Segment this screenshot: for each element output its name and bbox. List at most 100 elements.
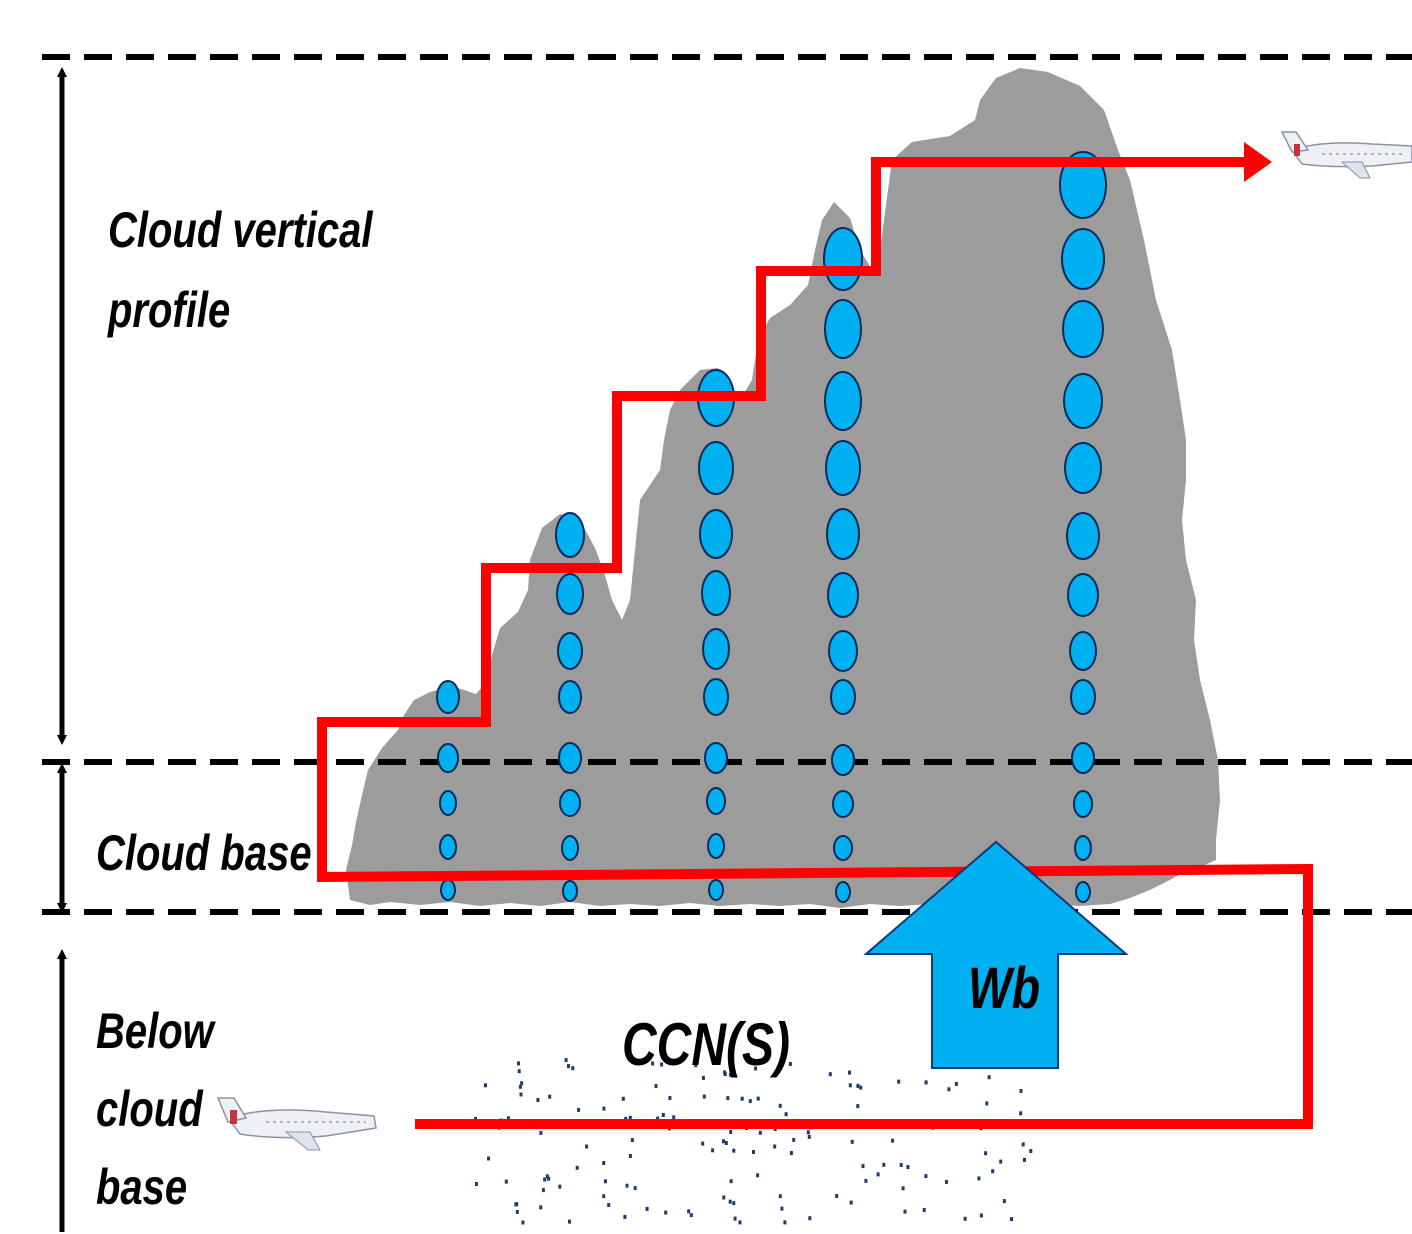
aerosol-particle [756,1096,760,1101]
cloud-droplet [436,680,460,714]
aerosol-particle [520,1081,524,1086]
aerosol-particles [474,1058,1033,1225]
aerosol-particle [903,1209,907,1214]
aerosol-particle [754,1066,758,1071]
aerosol-particle [656,1116,660,1121]
aerosol-particle [711,1148,715,1153]
aerosol-particle [979,1213,983,1218]
aerosol-particle [514,1202,518,1207]
aerosol-particle [984,1151,988,1156]
cloud-droplet [1061,228,1105,290]
aerosol-particle [564,1058,568,1063]
aerosol-particle [575,1165,579,1170]
aerosol-particle [651,1061,655,1066]
cloud-droplet [824,371,862,431]
aerosol-particle [701,1075,705,1080]
cloud-droplet [1067,573,1099,617]
aerosol-particle [945,1179,948,1184]
cloud-droplet [1074,835,1092,861]
aerosol-particle [625,1183,629,1188]
aerosol-particle [924,1174,928,1179]
cloud-droplet [1066,512,1100,560]
cloud-droplet [562,880,578,902]
aerosol-particle [859,1085,863,1090]
aerosol-particle [543,1177,547,1182]
aerosol-particle [545,1174,549,1179]
cloud-droplet [437,743,459,773]
aircraft-icon [1280,131,1412,179]
aerosol-particle [783,1220,787,1225]
aerosol-particle [756,1173,760,1178]
aerosol-particle [732,1201,736,1206]
cloud-droplet [833,835,853,861]
aerosol-particle [623,1214,627,1219]
aerosol-particle [567,1064,570,1069]
aerosol-particle [694,1063,698,1068]
aerosol-particle [947,1087,951,1092]
aerosol-particle [724,1141,728,1145]
aerosol-particle [778,1103,782,1108]
aerosol-particle [689,1213,693,1218]
cloud-droplet [555,512,585,558]
cloud-droplet [561,835,579,861]
aerosol-particle [645,1206,649,1211]
cloud-droplet [831,744,855,776]
aerosol-particle [738,1220,742,1225]
aerosol-particle [571,1066,575,1071]
aerosol-particle [660,1062,664,1067]
aerosol-particle [585,1144,589,1149]
cloud-droplet [1062,300,1104,358]
cloud-droplet [559,789,581,817]
aerosol-particle [740,1096,744,1101]
aerosol-particle [758,1130,762,1135]
aerosol-particle [702,1094,706,1099]
aerosol-particle [668,1096,672,1100]
aerosol-particle [624,1116,628,1121]
aerosol-particle [577,1107,581,1112]
aerosol-particle [780,1206,784,1211]
cloud-droplet [440,879,456,901]
aerosol-particle [568,1219,571,1224]
cloud-droplet [1075,881,1091,903]
aerosol-particle [484,1083,487,1088]
aerosol-particle [729,1072,732,1077]
cloud-droplet [706,787,726,815]
aerosol-particle [687,1209,691,1214]
cloud-droplet [1063,373,1103,429]
aerosol-particle [722,1195,726,1200]
aerosol-particle [828,1072,832,1077]
aerosol-particle [728,1199,732,1204]
cloud-droplet [704,742,728,774]
aerosol-particle [1002,1199,1006,1204]
aerosol-particle [848,1070,851,1075]
cloud-droplet [1071,742,1095,774]
aerosol-particle [487,1156,490,1161]
cloud-droplet [556,573,584,615]
aerosol-particle [517,1069,521,1074]
aerosol-particle [954,1081,958,1086]
cloud-droplet [439,790,457,816]
aerosol-particle [897,1079,901,1084]
cloud-droplet [828,630,858,672]
aerosol-particle [621,1096,625,1101]
aerosol-particle [778,1194,782,1199]
cloud-droplet [1059,151,1107,219]
aerosol-particle [541,1188,545,1193]
aerosol-particle [848,1083,852,1088]
aerosol-particle [1019,1111,1023,1116]
cloud-vertical-profile-label: Cloud vertical profile [108,190,373,350]
aerosol-particle [856,1083,860,1088]
aerosol-particle [726,1096,730,1101]
aerosol-particle [1029,1149,1033,1153]
updraft-arrow-icon [863,840,1129,1069]
aerosol-particle [901,1186,905,1191]
cloud-droplet [825,440,861,496]
aerosol-particle [856,1104,860,1109]
aerosol-particle [963,1216,967,1221]
label-line: Below [96,1003,214,1059]
updraft-label: Wb [968,956,1041,1021]
aerosol-particle [729,1179,733,1184]
cloud-droplet [701,570,731,616]
flight-track [317,142,1313,1129]
